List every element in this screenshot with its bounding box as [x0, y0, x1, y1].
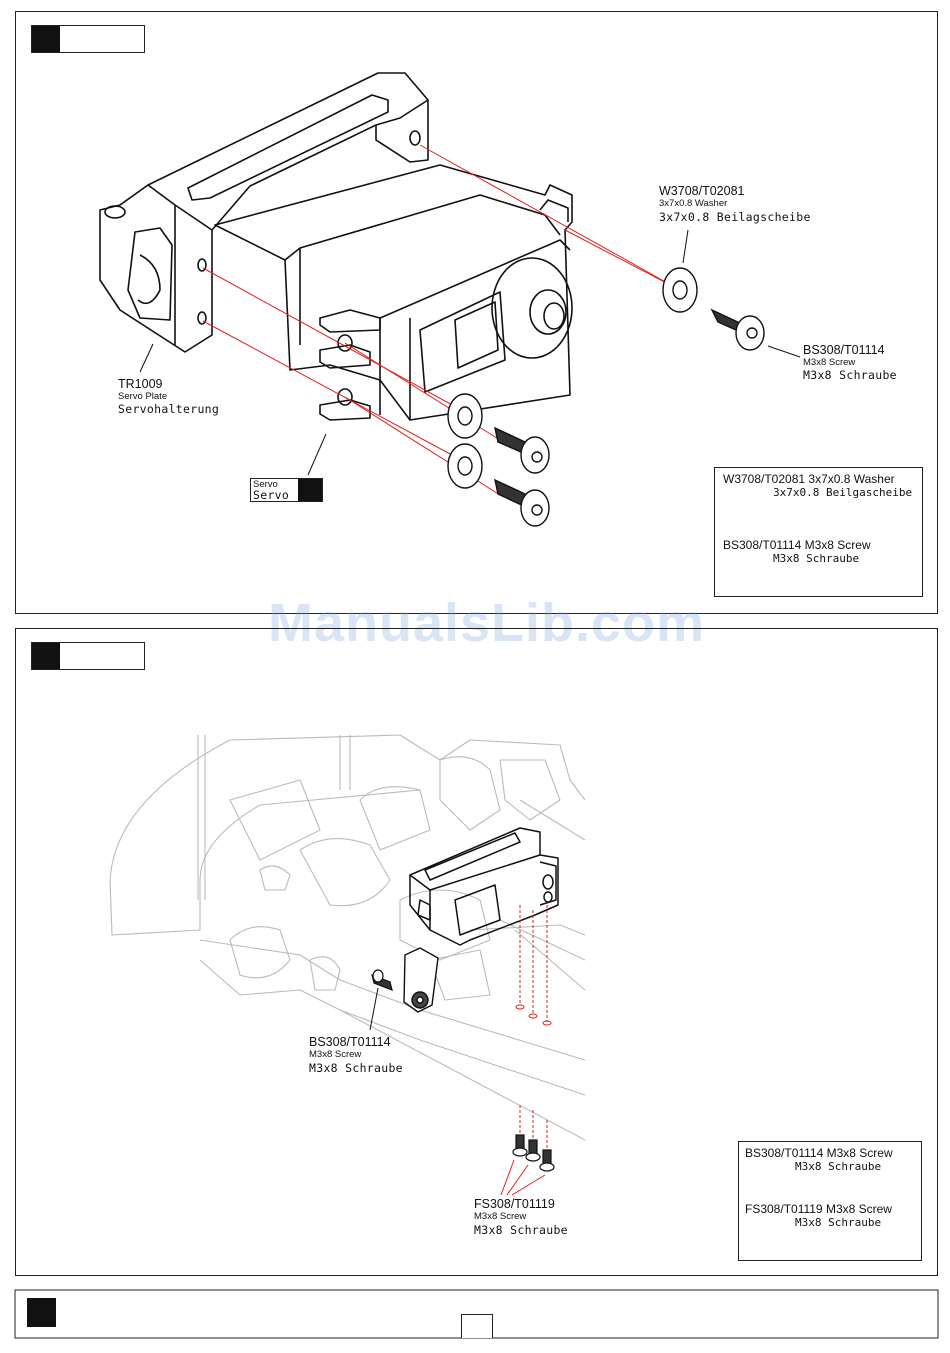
legend-screw-de: M3x8 Schraube	[773, 552, 860, 565]
horn-screw-label-de: M3x8 Schraube	[309, 1061, 403, 1075]
step2-panel	[15, 628, 938, 1276]
horn-screw-part-number: BS308/T01114	[309, 1035, 391, 1049]
watermark: ManualsLib.com	[268, 593, 706, 653]
flat-screw-label-en: M3x8 Screw	[474, 1211, 527, 1222]
legend-washer-title: W3708/T02081 3x7x0.8 Washer	[723, 472, 895, 486]
horn-screw-label-en: M3x8 Screw	[309, 1049, 362, 1060]
screw-label-de: M3x8 Schraube	[803, 368, 897, 382]
page-number-tab	[461, 1314, 493, 1338]
washer-icon	[662, 267, 698, 313]
washer-label-de: 3x7x0.8 Beilagscheibe	[659, 210, 811, 224]
flat-screw-label-de: M3x8 Schraube	[474, 1223, 568, 1237]
screw-label-en: M3x8 Screw	[803, 357, 856, 368]
servo-plate-label-de: Servohalterung	[118, 402, 220, 416]
legend-screw-title: BS308/T01114 M3x8 Screw	[723, 538, 871, 552]
step2-number-badge	[31, 642, 145, 670]
legend-bs-screw-title: BS308/T01114 M3x8 Screw	[745, 1146, 893, 1160]
legend-fs-screw-title: FS308/T01119 M3x8 Screw	[745, 1202, 892, 1216]
servo-label-en: Servo	[253, 479, 278, 490]
flat-screw-part-number: FS308/T01119	[474, 1197, 555, 1211]
servo-tag: Servo Servo	[250, 478, 323, 502]
servo-label-de: Servo	[253, 488, 290, 502]
legend-bs-screw-de: M3x8 Schraube	[795, 1160, 882, 1173]
washer-label-en: 3x7x0.8 Washer	[659, 198, 728, 209]
legend-washer-de: 3x7x0.8 Beilgascheibe	[773, 486, 913, 499]
step1-number-badge	[31, 25, 145, 53]
washer-part-number: W3708/T02081	[659, 184, 745, 198]
screw-part-number: BS308/T01114	[803, 343, 885, 357]
step1-panel	[15, 11, 938, 614]
servo-plate-label-en: Servo Plate	[118, 391, 168, 402]
step1-parts-legend: W3708/T02081 3x7x0.8 Washer 3x7x0.8 Beil…	[714, 467, 923, 597]
servo-plate-part-number: TR1009	[118, 377, 163, 391]
step2-parts-legend: BS308/T01114 M3x8 Screw M3x8 Schraube FS…	[738, 1141, 922, 1261]
legend-fs-screw-de: M3x8 Schraube	[795, 1216, 882, 1229]
